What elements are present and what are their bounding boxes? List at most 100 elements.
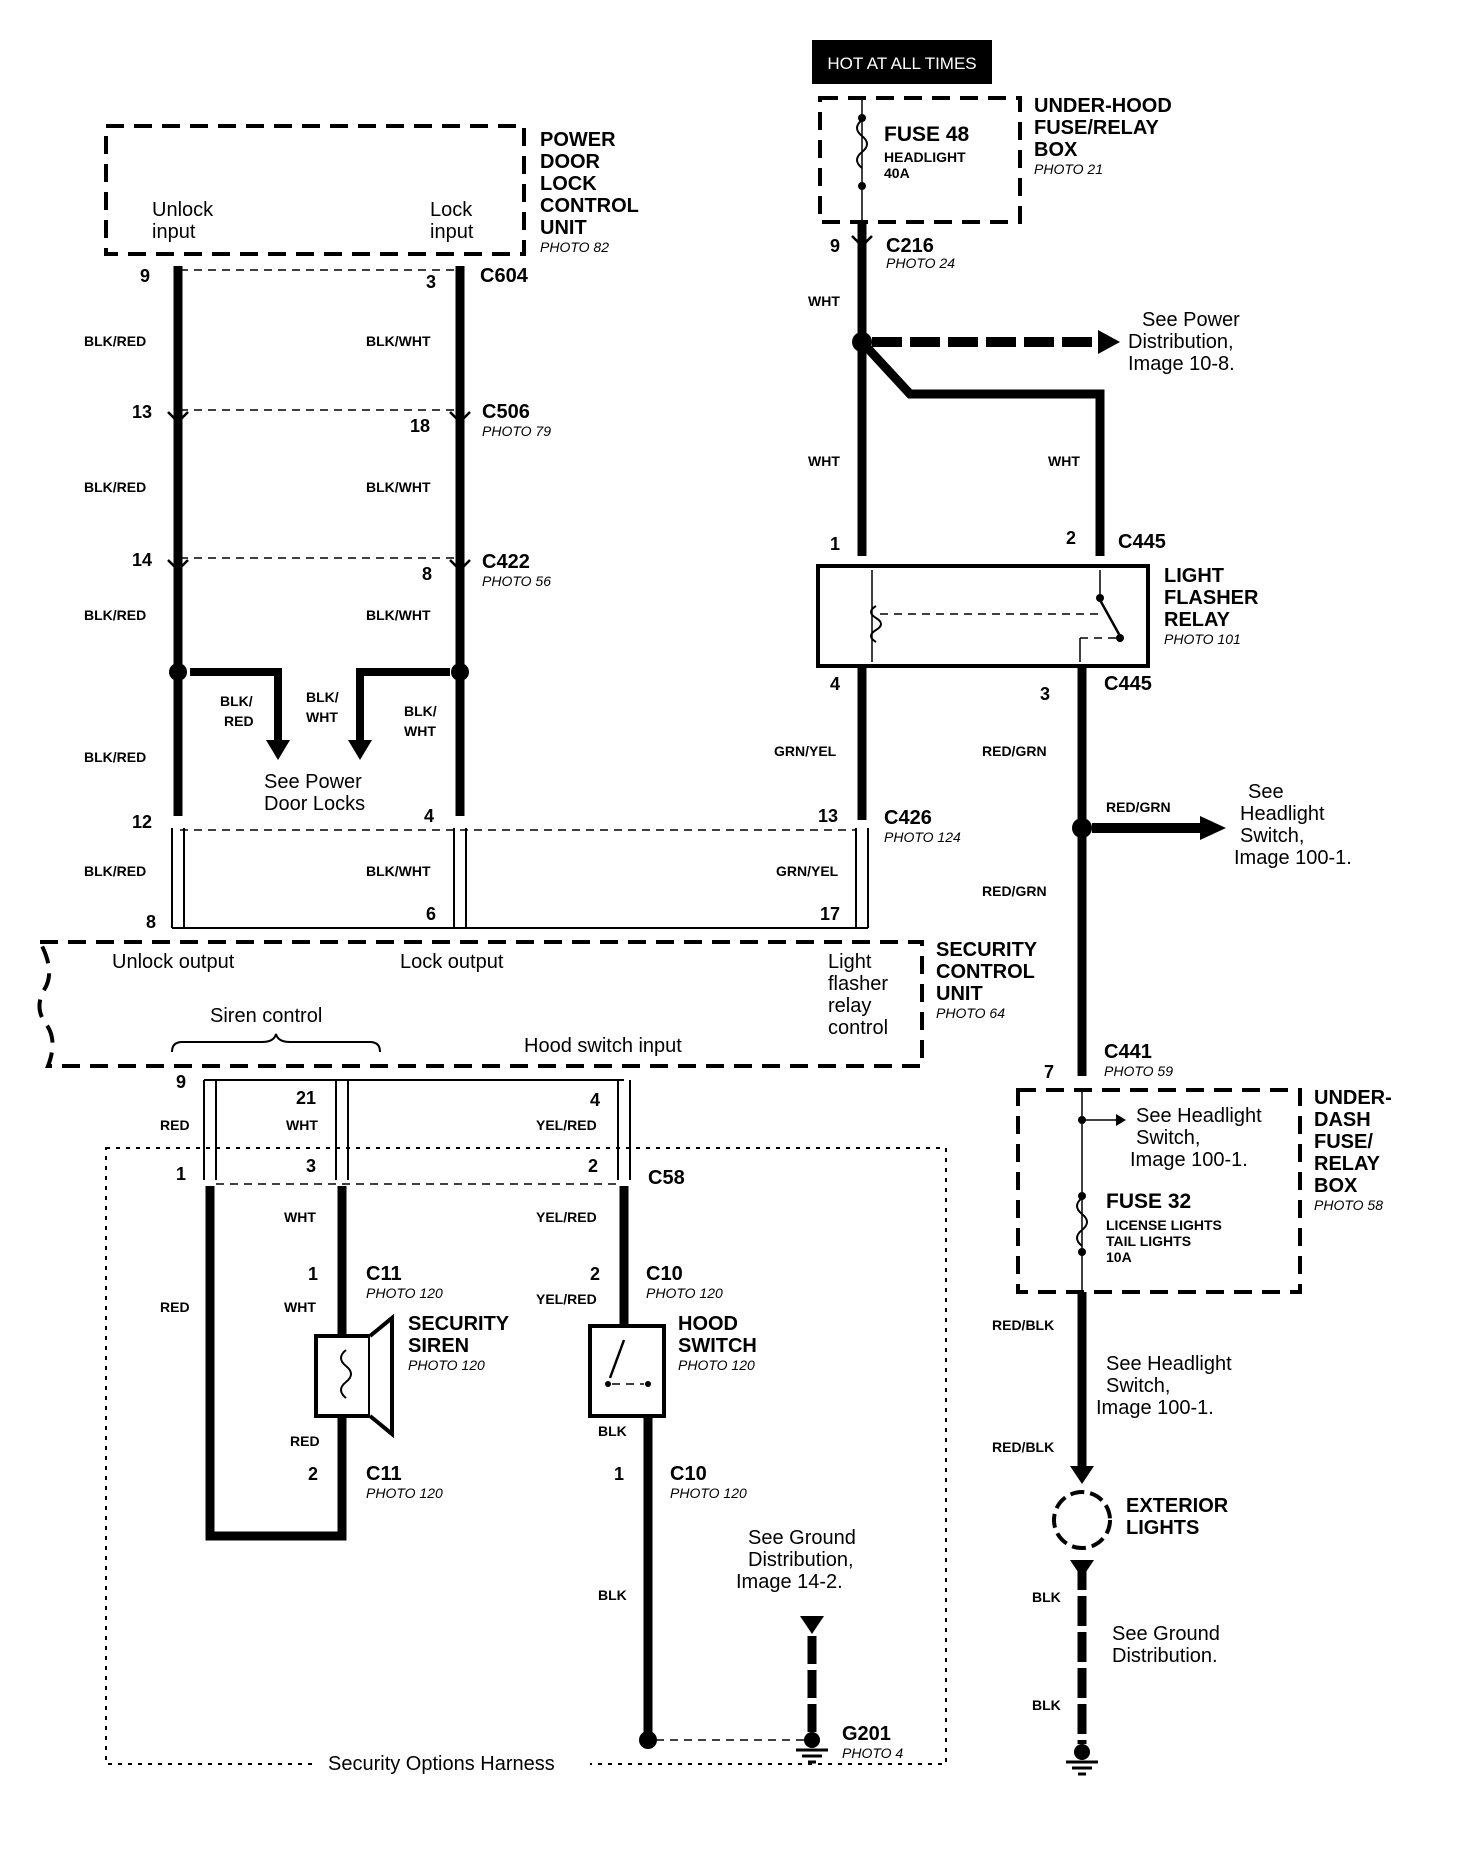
pdl-line5-label: UNIT <box>540 217 587 239</box>
siren-photo-label: PHOTO 120 <box>408 1357 485 1373</box>
wires-grn-yel-label: GRN/YEL <box>774 743 837 759</box>
wires-blk-label: BLK <box>598 1423 627 1439</box>
wires-wht-label: WHT <box>1048 453 1080 469</box>
wires-blk-wht-label: BLK/WHT <box>366 607 431 623</box>
refs-door-locks-2-label: Door Locks <box>264 793 365 815</box>
pins-p2c10-label: 2 <box>590 1264 600 1284</box>
refs-ground-a-3-label: Image 14-2. <box>736 1571 843 1593</box>
underdash-line1-label: UNDER- <box>1314 1087 1392 1109</box>
underdash-line5-label: BOX <box>1314 1175 1358 1197</box>
pins-p2c58-label: 2 <box>588 1156 598 1176</box>
pins-p6-label: 6 <box>426 904 436 924</box>
refs-headlight-b-2-label: Switch, <box>1136 1127 1200 1149</box>
wires-red-grn-label: RED/GRN <box>982 883 1047 899</box>
wires-blk-red-split-1-label: BLK/ <box>220 693 253 709</box>
wires-blk-red-label: BLK/RED <box>84 863 146 879</box>
siren-line1-label: SECURITY <box>408 1313 510 1335</box>
wires-blk-label: BLK <box>598 1587 627 1603</box>
pins-p2relay-label: 2 <box>1066 528 1076 548</box>
c604-label: C604 <box>480 265 529 287</box>
underdash-fuse-box: See Headlight Switch, Image 100-1. FUSE … <box>1016 1087 1392 1294</box>
pins-p3c58-label: 3 <box>306 1156 316 1176</box>
wires-blk-wht-label: BLK/WHT <box>366 863 431 879</box>
siren-line2-label: SIREN <box>408 1335 469 1357</box>
underdash-fuse-desc1-label: LICENSE LIGHTS <box>1106 1217 1222 1233</box>
pins-p14-label: 14 <box>132 550 152 570</box>
refs-ground-b-1-label: See Ground <box>1112 1623 1220 1645</box>
wires-red-label: RED <box>290 1433 320 1449</box>
security-unit-light-3-label: relay <box>828 995 871 1017</box>
connectors-g201-photo-label: PHOTO 4 <box>842 1745 903 1761</box>
connectors-c445-top-label: C445 <box>1118 531 1166 553</box>
connectors-c11-bottom-photo-label: PHOTO 120 <box>366 1485 443 1501</box>
refs-headlight-a-4-label: Image 100-1. <box>1234 847 1352 869</box>
pins-p4relay-label: 4 <box>830 674 840 694</box>
refs-power-dist-3-label: Image 10-8. <box>1128 353 1235 375</box>
refs-headlight-a-2-label: Headlight <box>1240 803 1325 825</box>
pins-p9c216-label: 9 <box>830 236 840 256</box>
underdash-line2-label: DASH <box>1314 1109 1371 1131</box>
ground-icon <box>1066 1744 1098 1776</box>
connectors-c11-top-photo-label: PHOTO 120 <box>366 1285 443 1301</box>
pins-p1c11-label: 1 <box>308 1264 318 1284</box>
connectors-c10-bottom-label: C10 <box>670 1463 707 1485</box>
pins-p9a-label: 9 <box>140 266 150 286</box>
g201-ground-icon <box>796 1732 828 1764</box>
wires-wht-label: WHT <box>284 1209 316 1225</box>
wires-blk-wht-label: BLK/WHT <box>366 479 431 495</box>
pins-p12-label: 12 <box>132 812 152 832</box>
security-unit-siren-control-label: Siren control <box>210 1005 322 1027</box>
security-unit-unlock-output-label: Unlock output <box>112 951 235 973</box>
connectors-c426-label: C426 <box>884 807 932 829</box>
security-unit-line3-label: UNIT <box>936 983 983 1005</box>
security-unit-line1-label: SECURITY <box>936 939 1038 961</box>
hood-switch-line2-label: SWITCH <box>678 1335 757 1357</box>
power-door-lock-unit: Unlock input Lock input POWER DOOR LOCK … <box>104 124 639 256</box>
refs-headlight-c-2-label: Switch, <box>1106 1375 1170 1397</box>
underhood-box-line2-label: FUSE/RELAY <box>1034 117 1160 139</box>
refs-power-dist-2-label: Distribution, <box>1128 331 1234 353</box>
wires-wht-label: WHT <box>286 1117 318 1133</box>
pdl-lock-input-1-label: Lock <box>430 199 473 221</box>
light-flasher-relay: LIGHT FLASHER RELAY PHOTO 101 <box>816 564 1259 668</box>
pdl-unlock-input-1-label: Unlock <box>152 199 214 221</box>
pins-p7-label: 7 <box>1044 1062 1054 1082</box>
underhood-fuse-desc1-label: HEADLIGHT <box>884 149 966 165</box>
pins-p8a-label: 8 <box>422 564 432 584</box>
hot-label-label: HOT AT ALL TIMES <box>827 54 976 73</box>
wires-blk-wht-split-2-label: WHT <box>404 723 436 739</box>
underdash-fuse-desc2-label: TAIL LIGHTS <box>1106 1233 1191 1249</box>
underhood-box-line3-label: BOX <box>1034 139 1078 161</box>
refs-ground-a-2-label: Distribution, <box>748 1549 854 1571</box>
refs-ground-a-1-label: See Ground <box>748 1527 856 1549</box>
connectors-c445-bottom-label: C445 <box>1104 673 1152 695</box>
relay-photo-label: PHOTO 101 <box>1164 631 1241 647</box>
wires-blk-wht-split-1-label: BLK/ <box>404 703 437 719</box>
harness-label-label: Security Options Harness <box>328 1753 555 1775</box>
exterior-line2-label: LIGHTS <box>1126 1517 1199 1539</box>
security-unit-light-4-label: control <box>828 1017 888 1039</box>
wires-blk-wht-split-2-label: WHT <box>306 709 338 725</box>
pdl-unlock-input-2-label: input <box>152 221 196 243</box>
pins-p8b-label: 8 <box>146 912 156 932</box>
security-siren: SECURITY SIREN PHOTO 120 <box>314 1313 510 1439</box>
pdl-line4-label: CONTROL <box>540 195 639 217</box>
underhood-box-line1-label: UNDER-HOOD <box>1034 95 1172 117</box>
connectors-c10-bottom-photo-label: PHOTO 120 <box>670 1485 747 1501</box>
refs-headlight-a-1-label: See <box>1248 781 1284 803</box>
relay-line2-label: FLASHER <box>1164 587 1259 609</box>
refs-headlight-c-3-label: Image 100-1. <box>1096 1397 1214 1419</box>
underdash-line3-label: FUSE/ <box>1314 1131 1373 1153</box>
underdash-fuse-desc3-label: 10A <box>1106 1249 1132 1265</box>
wires-red-grn-label: RED/GRN <box>1106 799 1171 815</box>
pins-p1relay-label: 1 <box>830 534 840 554</box>
connectors-c422-label: C422 <box>482 551 530 573</box>
wires-red-blk-label: RED/BLK <box>992 1439 1054 1455</box>
wires-red-label: RED <box>160 1299 190 1315</box>
connectors-c426-photo-label: PHOTO 124 <box>884 829 961 845</box>
refs-ground-b-2-label: Distribution. <box>1112 1645 1218 1667</box>
pins-p1c10-label: 1 <box>614 1464 624 1484</box>
pins-p4b-label: 4 <box>424 806 434 826</box>
pins-p2c11-label: 2 <box>308 1464 318 1484</box>
fuse-48-label: FUSE 48 <box>884 123 970 146</box>
